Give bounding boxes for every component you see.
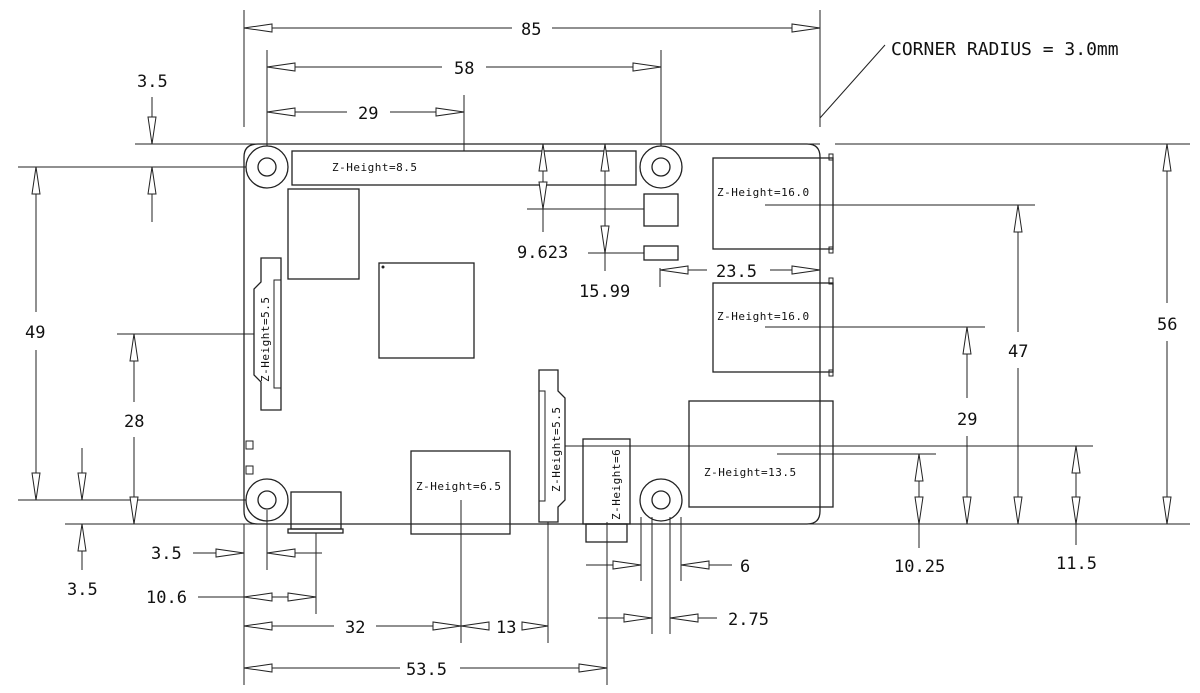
mounting-hole-top-left	[245, 145, 289, 189]
gpio-header: Z-Height=8.5	[291, 150, 637, 186]
arrowheads	[31, 23, 1172, 673]
dimension-labels: 85 58 29 3.5 49 28 3.5 3.5 10.6 32 13 53…	[25, 20, 1177, 680]
display-connector-label: Z-Height=5.5	[259, 297, 272, 382]
dim-usb-overhang: 23.5	[716, 262, 757, 282]
dim-eth-y: 10.25	[894, 557, 945, 577]
dim-usb-power-x: 10.6	[146, 588, 187, 608]
dim-audio-x: 53.5	[406, 660, 447, 680]
status-led-1	[245, 440, 254, 450]
ram-chip	[287, 188, 360, 280]
usb-top-label: Z-Height=16.0	[717, 186, 810, 199]
dim-hole-inset-left: 3.5	[151, 544, 182, 564]
dim-overall-width: 85	[521, 20, 541, 40]
display-connector: Z-Height=5.5	[253, 257, 282, 411]
usb-middle-label: Z-Height=16.0	[717, 310, 810, 323]
soc-chip	[378, 262, 475, 359]
dimension-lines	[35, 27, 1168, 669]
dim-hole-diameter: 2.75	[728, 610, 769, 630]
dim-usb-top-y: 47	[1008, 342, 1028, 362]
hdmi-label: Z-Height=6.5	[416, 480, 501, 493]
dim-eth-center-y: 11.5	[1056, 554, 1097, 574]
camera-connector-label: Z-Height=5.5	[550, 407, 563, 492]
dim-display-y: 28	[124, 412, 144, 432]
dim-led-y: 15.99	[579, 282, 630, 302]
mounting-hole-bottom-right	[639, 478, 683, 522]
dim-hole-spacing-y: 49	[25, 323, 45, 343]
corner-radius-note: CORNER RADIUS = 3.0mm	[891, 39, 1119, 60]
ethernet-label: Z-Height=13.5	[704, 466, 797, 479]
small-component-square	[643, 193, 679, 227]
dim-hdmi-x: 32	[345, 618, 365, 638]
dim-header-depth: 9.623	[517, 243, 568, 263]
camera-connector: Z-Height=5.5	[538, 369, 566, 523]
led-component	[643, 245, 679, 261]
audio-jack-label: Z-Height=6	[610, 449, 623, 520]
gpio-header-label: Z-Height=8.5	[332, 161, 417, 174]
usb-port-top: Z-Height=16.0	[712, 153, 834, 254]
dim-hole-inset-top: 3.5	[137, 72, 168, 92]
status-led-2	[245, 465, 254, 475]
dim-usb-mid-y: 29	[957, 410, 977, 430]
dim-header-center-x: 29	[358, 104, 378, 124]
usb-power-port	[287, 491, 344, 534]
dim-hole-ring-diameter: 6	[740, 557, 750, 577]
extension-lines	[18, 10, 1190, 685]
mounting-hole-top-right	[639, 145, 683, 189]
dim-hole-inset-bottom: 3.5	[67, 580, 98, 600]
dim-overall-height: 56	[1157, 315, 1177, 335]
dim-camera-offset: 13	[496, 618, 516, 638]
dim-hole-spacing-x: 58	[454, 59, 474, 79]
